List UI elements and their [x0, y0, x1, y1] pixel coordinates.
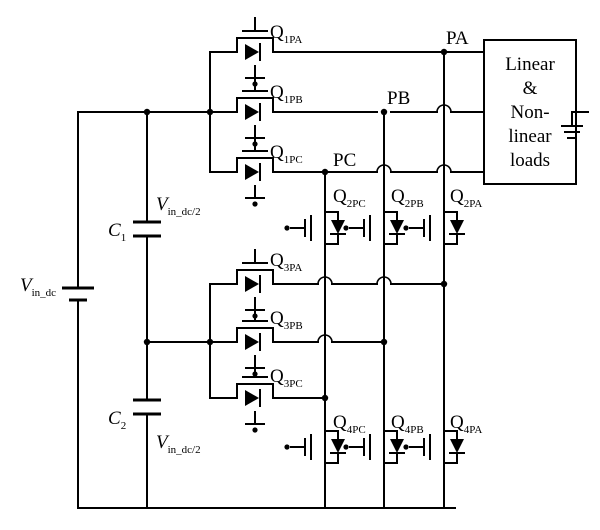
switch-q1pc-label: Q1PC	[270, 142, 303, 166]
ground-lead	[571, 111, 577, 127]
load-label-line: Linear	[505, 54, 555, 75]
load-label-line: loads	[510, 150, 550, 171]
clamp-lines	[209, 276, 448, 402]
junction-node	[380, 338, 388, 346]
load-label-line: linear	[508, 126, 552, 147]
switch-q4pb-label: Q4PB	[391, 412, 424, 436]
negative-bus-wire	[77, 317, 456, 509]
capacitor-c1: C1 Vin_dc/2	[108, 194, 201, 244]
switch-q3pb-label: Q3PB	[270, 308, 303, 332]
source-label: Vin_dc	[20, 275, 56, 299]
load-box	[483, 39, 577, 185]
switch-q2pc-label: Q2PC	[333, 186, 366, 210]
switch-q3pc: Q3PC	[224, 363, 303, 434]
crossover-hop	[317, 276, 333, 285]
dc-bus-wiring	[77, 51, 456, 509]
dc-voltage-source: Vin_dc	[20, 275, 94, 319]
junction-node	[321, 394, 329, 402]
switch-q1pb-label: Q1PB	[270, 82, 303, 106]
capacitor-c2-label: C2	[108, 408, 126, 432]
switch-q1pa-label: Q1PA	[270, 22, 302, 46]
load-label-line: Non-	[510, 102, 549, 123]
switch-q4pc: Q4PC	[283, 412, 366, 464]
crossover-hop	[376, 276, 392, 285]
switch-q2pb-label: Q2PB	[391, 186, 424, 210]
junction-node	[143, 338, 151, 346]
crossover-hop	[317, 334, 333, 343]
load-label-line: &	[523, 78, 538, 99]
capacitor-c1-label: C1	[108, 220, 126, 244]
switch-q4pa: Q4PA	[402, 412, 482, 464]
switch-q1pa: Q1PA	[224, 17, 302, 88]
load-block: Linear & Non- linear loads	[483, 39, 589, 185]
phase-b-label: PB	[387, 88, 410, 109]
junction-node	[143, 108, 151, 116]
capacitor-c2-voltage: Vin_dc/2	[156, 432, 201, 456]
switch-q2pb: Q2PB	[342, 186, 424, 245]
capacitor-c1-voltage: Vin_dc/2	[156, 194, 201, 218]
phase-a-label: PA	[446, 28, 469, 49]
phase-output-lines: PA PB PC	[209, 28, 485, 176]
switch-q1pc: Q1PC	[224, 137, 303, 208]
switch-q3pb: Q3PB	[224, 307, 303, 378]
capacitor-c2: C2 Vin_dc/2	[108, 398, 201, 456]
junction-node	[440, 280, 448, 288]
switch-q2pc: Q2PC	[283, 186, 366, 245]
switch-q4pb: Q4PB	[342, 412, 424, 464]
switch-q1pb: Q1PB	[224, 77, 303, 148]
switch-q2pa: Q2PA	[402, 186, 482, 245]
switch-q3pa-label: Q3PA	[270, 250, 302, 274]
switch-q2pa-label: Q2PA	[450, 186, 482, 210]
switch-q4pa-label: Q4PA	[450, 412, 482, 436]
switch-q4pc-label: Q4PC	[333, 412, 366, 436]
switch-q3pa: Q3PA	[224, 249, 302, 320]
switch-q3pc-label: Q3PC	[270, 366, 303, 390]
phase-c-label: PC	[333, 150, 356, 171]
phase-columns	[324, 51, 445, 509]
